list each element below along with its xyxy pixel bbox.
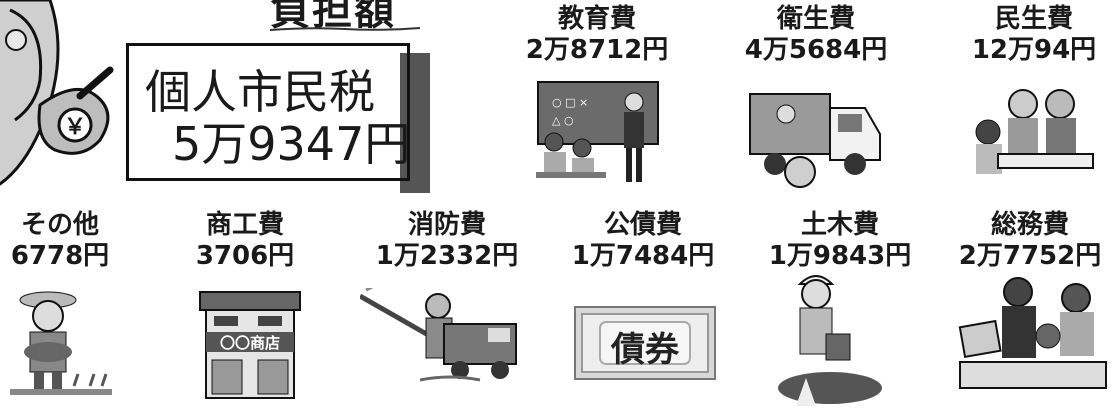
item-amount: 3706円 xyxy=(195,241,295,271)
shop-sign: 〇〇商店 xyxy=(219,334,280,352)
item-name: 衛生費 xyxy=(776,4,855,34)
item-welfare: 民生費 12万94円 xyxy=(954,4,1114,66)
bond-certificate-icon xyxy=(574,306,716,380)
item-name: 公債費 xyxy=(603,210,682,240)
office-workers-icon xyxy=(958,277,1107,389)
item-amount: 12万94円 xyxy=(971,35,1097,65)
item-amount: 2万7752円 xyxy=(958,241,1102,271)
item-amount: 4万5684円 xyxy=(744,35,888,65)
yen-badge: ￥ xyxy=(64,115,87,140)
tax-box xyxy=(126,43,410,181)
item-name: 総務費 xyxy=(990,210,1069,240)
item-amount: 1万7484円 xyxy=(571,241,715,271)
item-sanitation: 衛生費 4万5684円 xyxy=(736,4,896,66)
item-name: 教育費 xyxy=(557,4,636,34)
item-commerce: 商工費 3706円 xyxy=(165,210,325,272)
item-name: その他 xyxy=(20,210,99,240)
garbage-truck-icon xyxy=(749,93,881,188)
construction-worker-icon xyxy=(778,275,882,406)
item-fire: 消防費 1万2332円 xyxy=(367,210,527,272)
item-other: その他 6778円 xyxy=(0,210,140,272)
item-name: 民生費 xyxy=(994,4,1073,34)
tax-amount: 5万9347円 xyxy=(172,117,411,171)
svg-text:○ □ ×: ○ □ × xyxy=(552,96,588,109)
item-general: 総務費 2万7752円 xyxy=(950,210,1110,272)
brush-underline xyxy=(270,27,420,31)
firefighter-icon xyxy=(360,288,517,382)
item-amount: 2万8712円 xyxy=(525,35,669,65)
item-amount: 6778円 xyxy=(10,241,110,271)
item-name: 消防費 xyxy=(407,210,486,240)
svg-text:△ ○: △ ○ xyxy=(552,114,574,127)
farmer-icon xyxy=(10,291,112,395)
item-amount: 1万2332円 xyxy=(375,241,519,271)
item-education: 教育費 2万8712円 xyxy=(517,4,677,66)
shop-icon xyxy=(199,291,301,399)
tax-box-shadow xyxy=(400,53,430,193)
bond-label: 債券 xyxy=(611,330,679,370)
item-amount: 1万9843円 xyxy=(768,241,912,271)
teacher-classroom-icon: ○ □ × △ ○ xyxy=(536,81,659,182)
item-debt: 公債費 1万7484円 xyxy=(563,210,723,272)
tax-name: 個人市民税 xyxy=(145,65,375,119)
elderly-care-icon xyxy=(975,89,1094,174)
item-name: 商工費 xyxy=(205,210,284,240)
mascot-pointing-icon xyxy=(0,0,114,186)
item-name: 土木費 xyxy=(800,210,879,240)
item-civil: 土木費 1万9843円 xyxy=(760,210,920,272)
